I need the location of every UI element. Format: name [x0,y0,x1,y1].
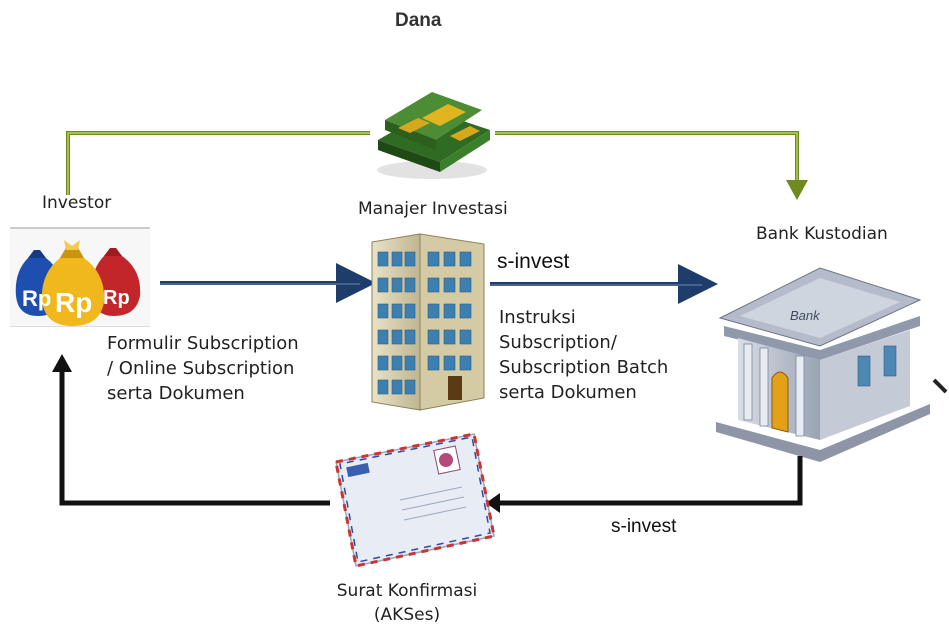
bank-building-icon: Bank [716,267,948,462]
investor-label: Investor [42,193,112,213]
manajer-investasi-label: Manajer Investasi [358,199,508,219]
return-arrowhead [52,354,72,372]
bank-kustodian-label: Bank Kustodian [756,224,888,244]
bag-label-left: Rp [22,286,51,311]
surat-line: (AKSes) [373,605,441,625]
bank-sign-text: Bank [790,308,821,323]
money-stack-icon [377,92,490,179]
bag-label-center: Rp [55,287,92,318]
instruksi-line: Instruksi [499,307,576,328]
surat-konfirmasi-text: Surat Konfirmasi (AKSes) [332,579,482,627]
diagram-title: Dana [395,10,442,31]
office-building-icon [371,233,485,411]
dana-flow-line [66,131,808,200]
formulir-line: / Online Subscription [107,358,295,379]
dana-arrowhead [786,180,808,200]
s-invest-label-bottom: s-invest [611,516,677,537]
formulir-line: Formulir Subscription [107,333,299,354]
arrow-manajer-to-bank [490,264,718,304]
surat-line: Surat Konfirmasi [336,581,478,601]
instruksi-line: Subscription Batch [499,357,669,378]
formulir-line: serta Dokumen [107,383,245,404]
return-flow-line [52,354,803,513]
bag-label-right: Rp [103,287,130,309]
instruksi-subscription-text: Instruksi Subscription/ Subscription Bat… [499,305,668,405]
arrow-investor-to-manajer [160,263,376,303]
formulir-subscription-text: Formulir Subscription / Online Subscript… [107,331,299,406]
envelope-icon [334,432,496,568]
instruksi-line: Subscription/ [499,332,617,353]
instruksi-line: serta Dokumen [499,382,637,403]
s-invest-label-top: s-invest [497,250,570,273]
money-bags-icon: Rp Rp Rp [10,227,150,327]
